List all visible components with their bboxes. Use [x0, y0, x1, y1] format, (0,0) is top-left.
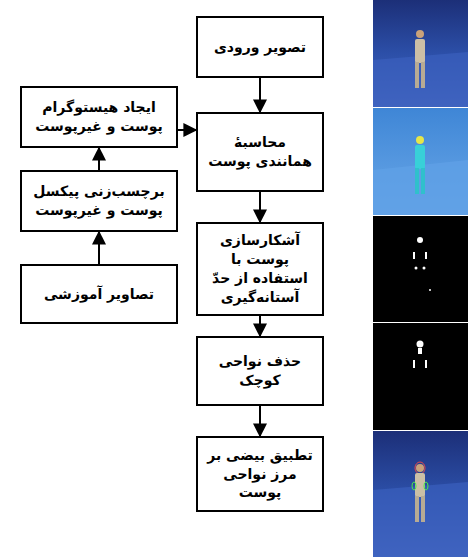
- box-label: حذف نواحی کوچک: [204, 352, 316, 390]
- labeling-box: برچسب‌زنی پیکسل پوست و غیرپوست: [20, 170, 178, 232]
- flow-arrow: [259, 316, 261, 336]
- result-photo: [373, 431, 468, 557]
- box-label: برچسب‌زنی پیکسل پوست و غیرپوست: [28, 182, 170, 220]
- flow-arrow: [259, 406, 261, 436]
- flow-arrow: [178, 129, 196, 131]
- label-wrap: ایجاد هیستوگرام پوست و غیرپوست: [28, 98, 170, 136]
- box-label: محاسبهٔ همانندی پوست: [204, 133, 316, 171]
- histogram-box: ایجاد هیستوگرام پوست و غیرپوست: [20, 86, 178, 148]
- similarity-box: محاسبهٔ همانندی پوست: [196, 112, 324, 192]
- label-wrap: تصاویر آموزشی: [44, 285, 154, 304]
- input-box: تصویر ورودی: [196, 16, 324, 78]
- threshold-box: آشکارسازی پوست با استفاده از حدّ آستانه‌…: [196, 222, 324, 316]
- input-photo: [373, 0, 468, 107]
- box-label: تطبیق بیضی بر مرز نواحی پوست: [204, 446, 316, 503]
- label-wrap: تطبیق بیضی بر مرز نواحی پوست: [204, 446, 316, 503]
- label-wrap: حذف نواحی کوچک: [204, 352, 316, 390]
- flow-arrow: [98, 148, 100, 170]
- flow-arrow: [259, 192, 261, 222]
- training-box: تصاویر آموزشی: [20, 264, 178, 324]
- cleanup-box: حذف نواحی کوچک: [196, 336, 324, 406]
- flow-arrow: [98, 232, 100, 264]
- box-label: تصاویر آموزشی: [44, 285, 154, 304]
- label-wrap: محاسبهٔ همانندی پوست: [204, 133, 316, 171]
- threshold-photo: [373, 216, 468, 322]
- label-wrap: تصویر ورودی: [214, 38, 306, 57]
- label-wrap: آشکارسازی پوست با استفاده از حدّ آستانه‌…: [204, 231, 316, 307]
- box-label: ایجاد هیستوگرام پوست و غیرپوست: [28, 98, 170, 136]
- cleaned-photo: [373, 323, 468, 430]
- similarity-photo: [373, 108, 468, 215]
- box-label: آشکارسازی پوست با استفاده از حدّ آستانه‌…: [204, 231, 316, 307]
- label-wrap: برچسب‌زنی پیکسل پوست و غیرپوست: [28, 182, 170, 220]
- ellipse-box: تطبیق بیضی بر مرز نواحی پوست: [196, 436, 324, 512]
- box-label: تصویر ورودی: [214, 38, 306, 57]
- flow-arrow: [259, 78, 261, 112]
